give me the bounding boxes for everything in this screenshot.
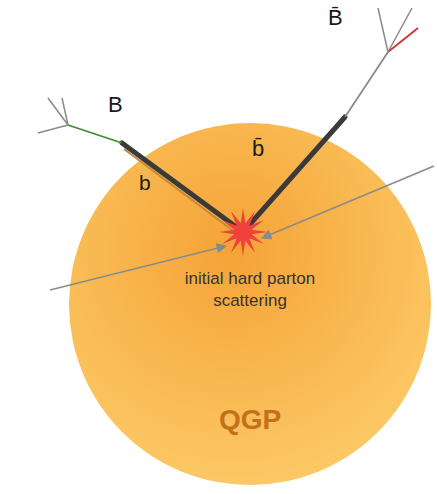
bbar-meson-track <box>345 52 388 117</box>
beam-arrow <box>262 166 434 238</box>
label-holder: b̄ <box>252 136 264 162</box>
decay-track <box>38 125 68 133</box>
decay-track <box>62 98 68 125</box>
scattering-label: initial hard parton scattering <box>150 268 350 312</box>
qgp-region: initial hard parton scatteringQGP <box>68 122 432 486</box>
decay-track <box>388 28 418 52</box>
qgp-disc <box>69 123 431 485</box>
trace-line <box>124 149 240 236</box>
label-holder: b <box>139 170 151 195</box>
text-holder: QGP <box>180 402 320 438</box>
text-holder: initial hard parton scattering <box>150 268 350 312</box>
b-quark-line <box>122 143 243 232</box>
quark-label: b̄ <box>252 136 264 162</box>
bbar-quark-line <box>243 117 345 232</box>
collision-burst <box>219 208 267 256</box>
meson-label: B <box>108 92 123 118</box>
meson-label: B̄ <box>328 5 343 31</box>
decay-track <box>388 8 412 52</box>
decay-track <box>378 8 388 52</box>
b-meson-track <box>68 125 122 143</box>
quark-label: b <box>139 170 151 195</box>
beam-arrow <box>50 246 226 290</box>
burst-shape <box>219 208 267 256</box>
label-holder: B <box>108 92 123 118</box>
region-title: QGP <box>180 402 320 438</box>
label-holder: B̄ <box>328 5 343 31</box>
decay-track <box>48 98 68 125</box>
